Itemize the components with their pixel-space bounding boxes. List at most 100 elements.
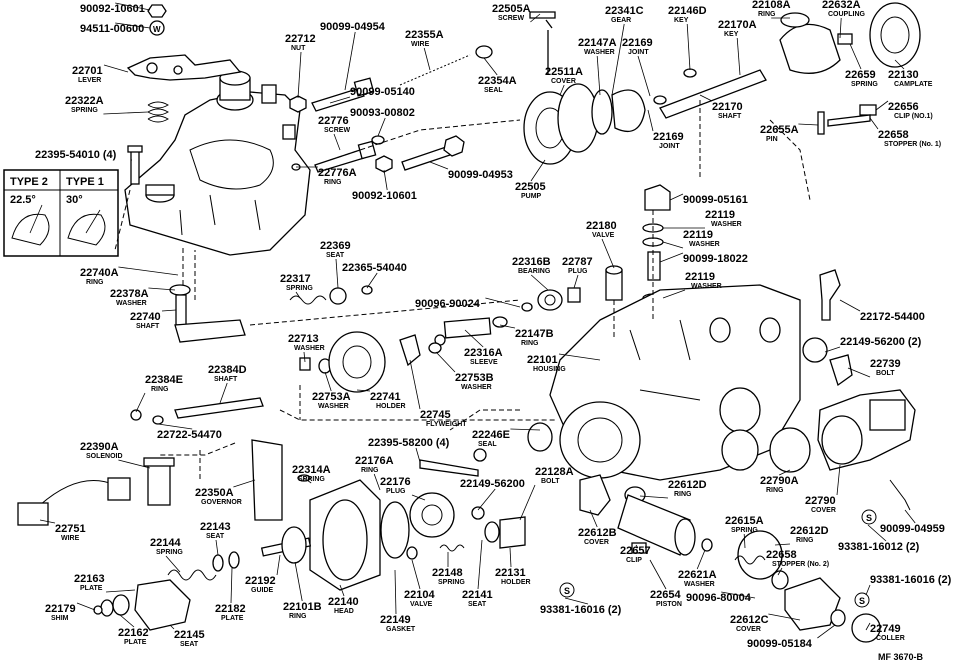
part-number: 22140 — [328, 596, 359, 608]
part-number: 22350A — [195, 487, 234, 499]
part-number: 22369 — [320, 240, 351, 252]
part-number: 22149-56200 — [460, 478, 525, 490]
leader-line — [817, 624, 836, 639]
part-number: 22654 — [650, 589, 681, 601]
part-name: JOINT — [659, 143, 680, 150]
leader-line — [824, 346, 841, 353]
leader-line — [798, 123, 819, 126]
part-name: WASHER — [684, 581, 715, 588]
leader-line — [161, 309, 177, 312]
drawings: W — [3, 2, 921, 643]
part-number: 22632A — [822, 0, 861, 11]
part-name: RING — [86, 279, 104, 286]
part-number: 90099-18022 — [683, 253, 748, 265]
part-number: 22511A — [545, 66, 583, 78]
part-callout-93381-16016-b: 93381-16016 (2) — [540, 597, 622, 616]
part-number: 22162 — [118, 627, 149, 639]
leader-line — [118, 266, 179, 276]
inset-type2-angle: 22.5° — [10, 194, 36, 206]
part-number: 22776A — [318, 167, 357, 179]
leader-line — [297, 51, 302, 99]
part-name: SPRING — [156, 549, 183, 556]
leader-line — [530, 274, 549, 291]
leader-line — [649, 559, 667, 590]
part-name: HOLDER — [376, 403, 406, 410]
part-name: SEAL — [478, 441, 497, 448]
part-callout-90096-80004: 90096-80004 — [686, 591, 756, 604]
part-callout-94511-00600: 94511-00600 — [80, 22, 151, 35]
leader-line — [169, 624, 175, 630]
part-name: WASHER — [584, 49, 615, 56]
leader-line — [356, 389, 371, 392]
part-name: HOLDER — [501, 579, 531, 586]
part-callout-90099-04954: 90099-04954 — [320, 21, 386, 91]
leader-line — [219, 382, 228, 404]
part-number: 22390A — [80, 441, 119, 453]
part-callout-90099-04959: 90099-04959 — [880, 509, 945, 535]
leader-line — [423, 47, 431, 71]
part-number: 22659 — [845, 69, 876, 81]
part-number: 22741 — [370, 391, 401, 403]
leader-line — [324, 371, 332, 392]
part-callout-90096-90024: 90096-90024 — [415, 297, 521, 310]
leader-line — [344, 31, 356, 91]
part-number: 22314A — [292, 464, 331, 476]
part-callout-90099-05184: 90099-05184 — [747, 624, 836, 650]
type-inset — [3, 169, 119, 257]
leader-line — [637, 55, 651, 97]
part-name: SEAL — [484, 87, 503, 94]
part-number: 22131 — [495, 567, 526, 579]
leader-line — [333, 133, 341, 151]
part-number: 22657 — [620, 545, 651, 557]
part-number: 22658 — [878, 129, 909, 141]
leader-line — [157, 423, 193, 430]
leader-line — [435, 351, 456, 373]
part-name: WASHER — [116, 300, 147, 307]
part-callout-22172-54400: 22172-54400 — [839, 299, 925, 323]
inset-type1-label: TYPE 1 — [66, 176, 104, 188]
part-name: KEY — [674, 17, 689, 24]
part-number: 22172-54400 — [860, 311, 925, 323]
s-callout-3: S — [859, 596, 865, 606]
leader-line — [303, 351, 306, 363]
part-name: WASHER — [461, 384, 492, 391]
part-number: 93381-16016 (2) — [540, 604, 622, 616]
part-number: 22176 — [380, 476, 411, 488]
leader-line — [596, 55, 601, 96]
leader-line — [477, 539, 483, 590]
part-name: COVER — [584, 539, 609, 546]
part-number: 22145 — [174, 629, 205, 641]
part-number: 22246E — [472, 429, 510, 441]
part-number: 22101 — [527, 354, 558, 366]
leader-line — [743, 533, 746, 549]
leader-line — [230, 567, 233, 604]
part-callout-22395-58200: 22395-58200 (4) — [368, 437, 450, 463]
part-name: SPRING — [851, 81, 878, 88]
leader-line — [499, 324, 516, 329]
bottom-plates-drawing — [93, 579, 191, 631]
part-name: GASKET — [386, 626, 416, 633]
leader-line — [509, 547, 512, 568]
part-number: 22316A — [464, 347, 503, 359]
part-number: 90096-80004 — [686, 592, 752, 604]
governor-cover-drawing: W — [124, 4, 311, 256]
